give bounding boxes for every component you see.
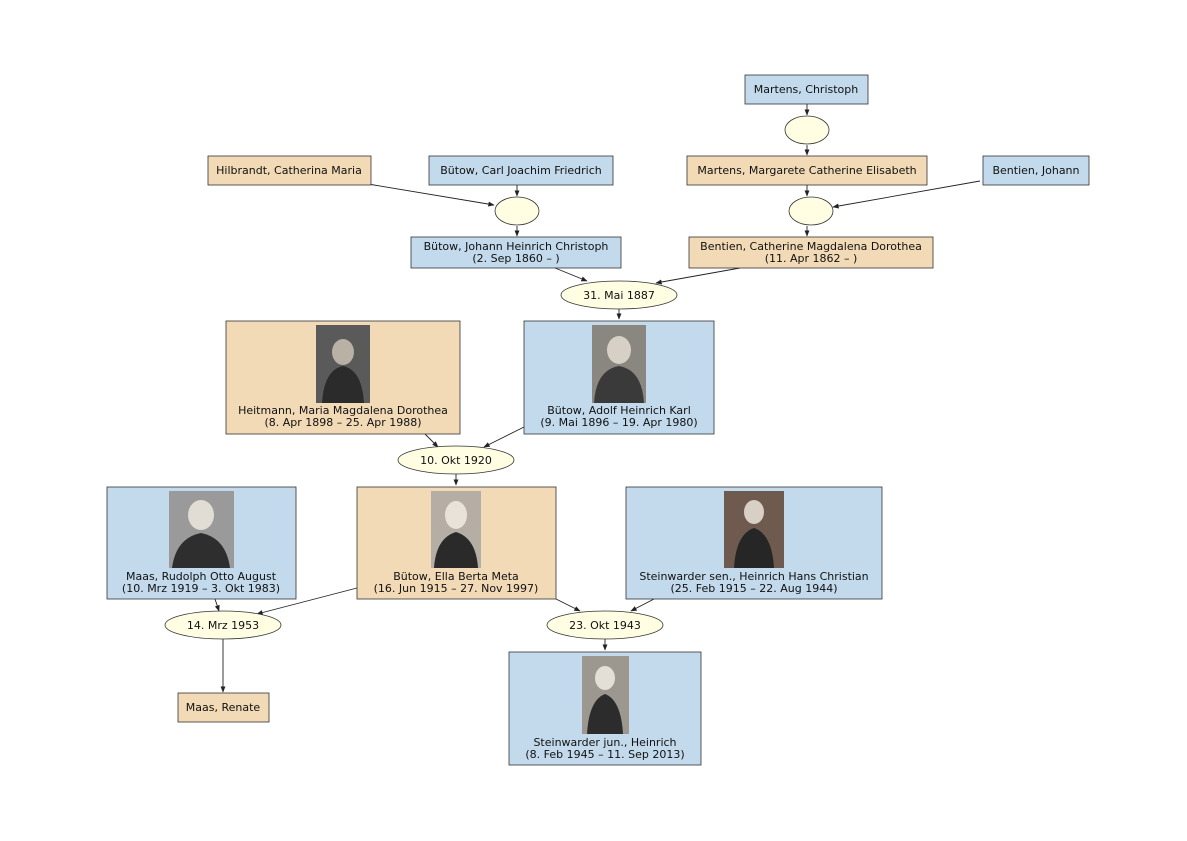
edge-johann-bentien-to-fam xyxy=(832,180,981,209)
person-carl-buetow[interactable]: Bütow, Carl Joachim Friedrich xyxy=(428,155,614,186)
person-margarete-martens[interactable]: Martens, Margarete Catherine Elisabeth xyxy=(686,155,928,186)
person-adolf-buetow[interactable]: Bütow, Adolf Heinrich Karl (9. Mai 1896 … xyxy=(523,320,715,435)
edge-adolf-to-fam-1920 xyxy=(483,426,525,448)
family-node-1920[interactable]: 10. Okt 1920 xyxy=(397,445,515,475)
edge-steinwarder-sen-to-fam-1943 xyxy=(630,598,655,612)
edge-catherine-to-fam-1887 xyxy=(655,267,741,285)
person-dates: (11. Apr 1862 – ) xyxy=(765,252,858,265)
person-name: Martens, Christoph xyxy=(754,83,859,96)
person-dates: (25. Feb 1915 – 22. Aug 1944) xyxy=(671,582,838,595)
person-christoph-martens[interactable]: Martens, Christoph xyxy=(744,74,869,105)
person-heinrich-steinwarder-sen[interactable]: Steinwarder sen., Heinrich Hans Christia… xyxy=(625,486,883,600)
person-name: Bentien, Johann xyxy=(992,164,1079,177)
portrait-photo xyxy=(316,325,370,403)
person-dates: (10. Mrz 1919 – 3. Okt 1983) xyxy=(122,582,280,595)
portrait-photo xyxy=(582,656,629,734)
person-renate-maas[interactable]: Maas, Renate xyxy=(177,692,270,723)
person-dates: (2. Sep 1860 – ) xyxy=(472,252,559,265)
portrait-photo xyxy=(724,491,784,568)
edges xyxy=(214,104,981,693)
person-dates: (9. Mai 1896 – 19. Apr 1980) xyxy=(540,416,697,429)
person-maria-heitmann[interactable]: Heitmann, Maria Magdalena Dorothea (8. A… xyxy=(225,320,461,435)
person-johann-bentien[interactable]: Bentien, Johann xyxy=(982,155,1090,186)
portrait-photo xyxy=(169,491,234,568)
person-dates: (16. Jun 1915 – 27. Nov 1997) xyxy=(374,582,539,595)
family-node[interactable] xyxy=(784,115,830,145)
person-rudolph-maas[interactable]: Maas, Rudolph Otto August (10. Mrz 1919 … xyxy=(106,486,297,600)
marriage-date: 31. Mai 1887 xyxy=(583,289,655,302)
person-catherine-bentien[interactable]: Bentien, Catherine Magdalena Dorothea (1… xyxy=(688,236,934,269)
person-name: Steinwarder sen., Heinrich Hans Christia… xyxy=(639,570,868,583)
person-name: Bentien, Catherine Magdalena Dorothea xyxy=(700,240,922,253)
person-name: Martens, Margarete Catherine Elisabeth xyxy=(697,164,916,177)
portrait-photo xyxy=(592,325,646,403)
person-name: Heitmann, Maria Magdalena Dorothea xyxy=(238,404,448,417)
person-dates: (8. Apr 1898 – 25. Apr 1988) xyxy=(264,416,421,429)
edge-catherina-to-fam xyxy=(367,183,495,207)
person-name: Steinwarder jun., Heinrich xyxy=(533,736,676,749)
person-ella-buetow[interactable]: Bütow, Ella Berta Meta (16. Jun 1915 – 2… xyxy=(356,486,557,600)
family-node-1953[interactable]: 14. Mrz 1953 xyxy=(164,610,282,640)
person-dates: (8. Feb 1945 – 11. Sep 2013) xyxy=(525,748,684,761)
person-name: Bütow, Carl Joachim Friedrich xyxy=(440,164,602,177)
person-name: Bütow, Ella Berta Meta xyxy=(393,570,519,583)
person-name: Maas, Rudolph Otto August xyxy=(126,570,277,583)
edge-maria-to-fam-1920 xyxy=(424,433,439,448)
marriage-date: 14. Mrz 1953 xyxy=(187,619,259,632)
portrait-photo xyxy=(431,491,481,568)
family-node[interactable] xyxy=(788,196,834,226)
edge-rudolph-to-fam-1953 xyxy=(214,598,220,612)
person-name: Bütow, Johann Heinrich Christoph xyxy=(424,240,609,253)
marriage-date: 10. Okt 1920 xyxy=(420,454,492,467)
person-name: Bütow, Adolf Heinrich Karl xyxy=(547,404,691,417)
edge-ella-to-fam-1943 xyxy=(555,598,581,612)
edge-johann-heinrich-to-fam-1887 xyxy=(554,267,588,282)
person-catherina-hilbrandt[interactable]: Hilbrandt, Catherina Maria xyxy=(207,155,372,186)
family-node-1943[interactable]: 23. Okt 1943 xyxy=(546,610,664,640)
person-name: Hilbrandt, Catherina Maria xyxy=(216,164,362,177)
person-johann-heinrich-buetow[interactable]: Bütow, Johann Heinrich Christoph (2. Sep… xyxy=(410,236,622,269)
marriage-date: 23. Okt 1943 xyxy=(569,619,641,632)
person-name: Maas, Renate xyxy=(186,701,261,714)
family-node-1887[interactable]: 31. Mai 1887 xyxy=(560,280,678,310)
family-node[interactable] xyxy=(494,196,540,226)
person-heinrich-steinwarder-jun[interactable]: Steinwarder jun., Heinrich (8. Feb 1945 … xyxy=(508,651,702,766)
edge-ella-to-fam-1953 xyxy=(256,587,358,616)
